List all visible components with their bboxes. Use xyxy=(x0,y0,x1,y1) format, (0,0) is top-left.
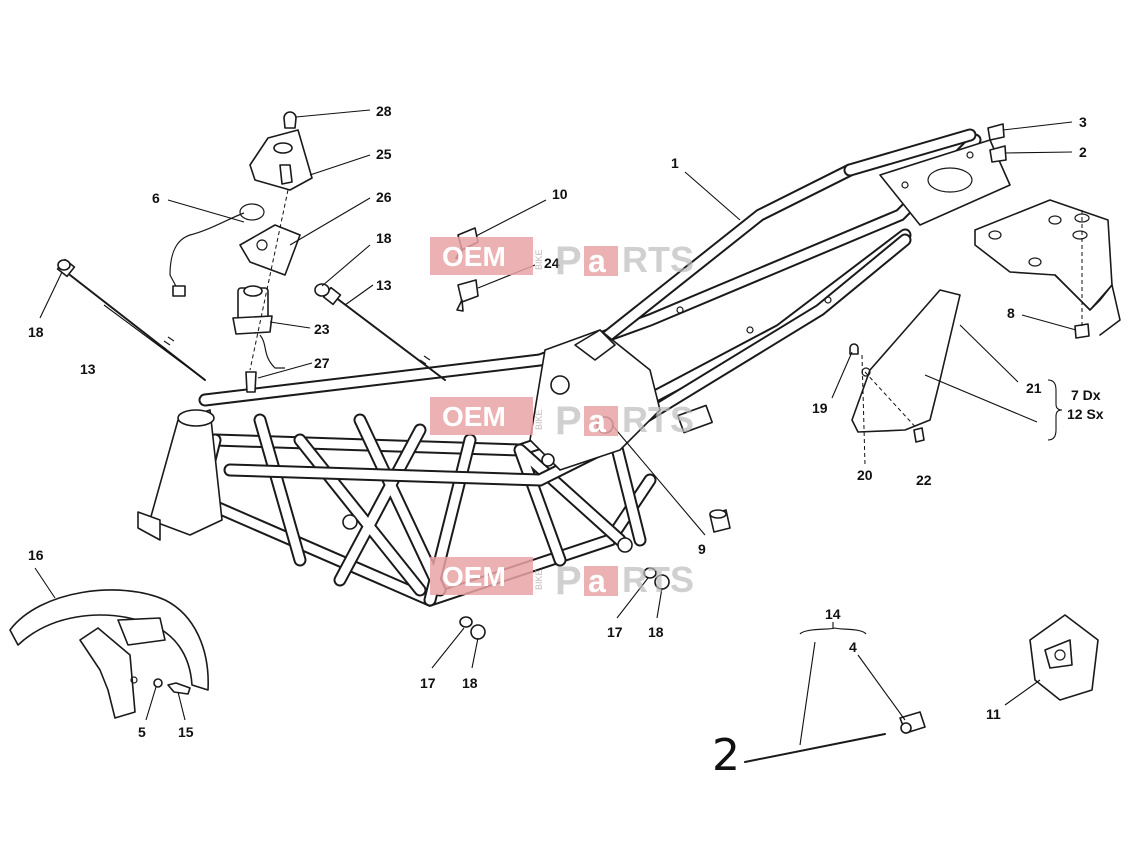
horn xyxy=(1029,614,1099,701)
callout-13-left: 13 xyxy=(80,361,96,377)
grommet-2 xyxy=(989,145,1007,163)
callout-20: 20 xyxy=(857,467,873,483)
callout-labels: 28 25 26 18 13 23 27 6 18 13 10 24 1 3 2… xyxy=(28,103,1104,740)
callout-2: 2 xyxy=(1079,144,1087,160)
svg-text:a: a xyxy=(588,243,606,279)
callout-24: 24 xyxy=(544,255,560,271)
svg-text:BIKE: BIKE xyxy=(534,409,544,430)
bracket-26 xyxy=(239,224,301,276)
side-note-left: 12 Sx xyxy=(1067,406,1104,422)
callout-1: 1 xyxy=(671,155,679,171)
callout-10: 10 xyxy=(552,186,568,202)
callout-8: 8 xyxy=(1007,305,1015,321)
main-frame xyxy=(137,128,1011,607)
watermark-bottom: OEM BIKE P a RTS xyxy=(430,557,694,603)
svg-text:BIKE: BIKE xyxy=(534,569,544,590)
cable-6 xyxy=(239,203,265,221)
bushings xyxy=(459,509,731,640)
watermark-top: OEM BIKE P a RTS xyxy=(430,237,694,283)
callout-13-mid: 13 xyxy=(376,277,392,293)
callout-15: 15 xyxy=(178,724,194,740)
svg-text:BIKE: BIKE xyxy=(534,249,544,270)
svg-text:a: a xyxy=(588,403,606,439)
callout-14: 14 xyxy=(825,606,841,622)
callout-18-left: 18 xyxy=(28,324,44,340)
callout-4: 4 xyxy=(849,639,857,655)
brace xyxy=(1047,379,1063,441)
callout-6: 6 xyxy=(152,190,160,206)
svg-text:P: P xyxy=(555,399,582,443)
svg-text:RTS: RTS xyxy=(622,239,694,280)
callout-22: 22 xyxy=(916,472,932,488)
callout-19: 19 xyxy=(812,400,828,416)
stud-27 xyxy=(245,371,257,393)
callout-17-right: 17 xyxy=(607,624,623,640)
callout-17-bottom: 17 xyxy=(420,675,436,691)
callout-27: 27 xyxy=(314,355,330,371)
handwritten-mark: 2 xyxy=(712,730,740,781)
svg-text:OEM: OEM xyxy=(442,241,506,272)
svg-text:OEM: OEM xyxy=(442,401,506,432)
callout-18-right: 18 xyxy=(648,624,664,640)
svg-text:P: P xyxy=(555,239,582,283)
bolts-13 xyxy=(56,258,446,381)
callout-11: 11 xyxy=(986,706,1001,722)
svg-text:P: P xyxy=(555,559,582,603)
cover-25 xyxy=(249,129,313,191)
callout-25: 25 xyxy=(376,146,392,162)
cap-28 xyxy=(283,111,297,129)
ignition-assembly xyxy=(169,111,313,393)
callout-18-top: 18 xyxy=(376,230,392,246)
nut-18-mid xyxy=(314,283,330,297)
rear-plate xyxy=(974,123,1121,339)
svg-text:OEM: OEM xyxy=(442,561,506,592)
callout-16: 16 xyxy=(28,547,44,563)
callout-3: 3 xyxy=(1079,114,1087,130)
callout-18-bottom: 18 xyxy=(462,675,478,691)
svg-text:RTS: RTS xyxy=(622,399,694,440)
callout-26: 26 xyxy=(376,189,392,205)
callout-5: 5 xyxy=(138,724,146,740)
side-note-right: 7 Dx xyxy=(1071,387,1101,403)
nut-8 xyxy=(1074,323,1090,339)
svg-text:a: a xyxy=(588,563,606,599)
callout-28: 28 xyxy=(376,103,392,119)
callout-9: 9 xyxy=(698,541,706,557)
grommet-3 xyxy=(987,123,1005,141)
callout-23: 23 xyxy=(314,321,330,337)
front-fender xyxy=(9,589,209,719)
watermark-middle: OEM BIKE P a RTS xyxy=(430,397,694,443)
callout-21: 21 xyxy=(1026,380,1042,396)
side-panel xyxy=(849,289,961,466)
nut-18-left xyxy=(57,259,71,271)
cable-assembly xyxy=(744,627,926,763)
svg-text:RTS: RTS xyxy=(622,559,694,600)
